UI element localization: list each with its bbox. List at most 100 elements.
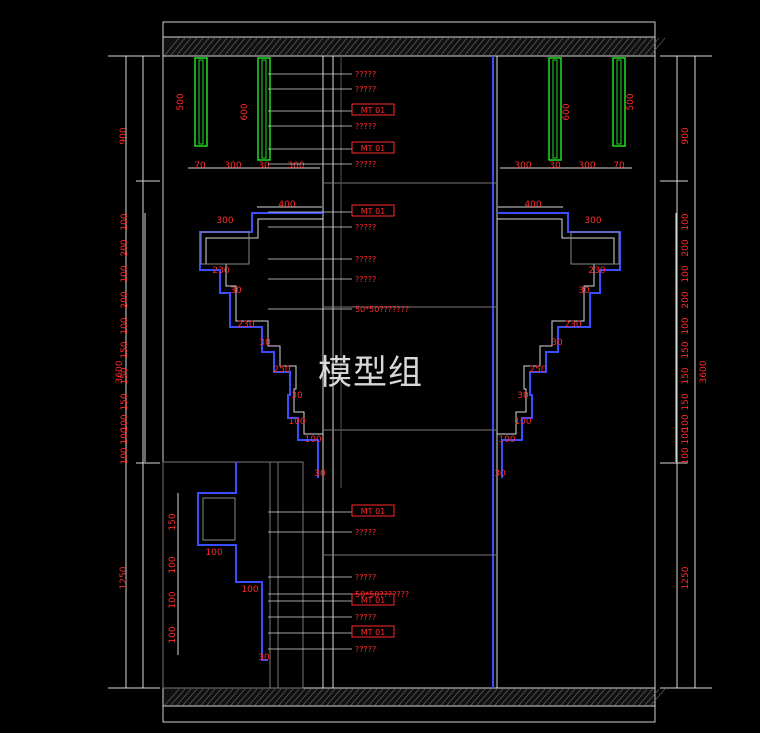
dim-stack-left: 100: [120, 265, 130, 282]
hatch-line: [428, 37, 444, 56]
hatch-line: [356, 37, 372, 56]
dim-step-left: 30: [259, 338, 271, 348]
tag-box: [351, 504, 395, 517]
tag-box: [351, 204, 395, 217]
hatch-line: [224, 688, 240, 706]
hatch-line: [386, 688, 402, 706]
dim-step-lower: 100: [241, 585, 258, 595]
hatch-line: [230, 688, 246, 706]
material-tag-label: 50*50???????: [355, 305, 409, 314]
dim-step-left: 30: [314, 469, 326, 479]
hatch-line: [254, 37, 270, 56]
hatch-line: [284, 688, 300, 706]
hatch-line: [290, 37, 306, 56]
dim-step-right: 100: [514, 417, 531, 427]
hatch-line: [416, 37, 432, 56]
hatch-line: [296, 688, 312, 706]
hatch-line: [548, 688, 564, 706]
hatch-line: [164, 37, 180, 56]
hatch-line: [170, 37, 186, 56]
hatch-line: [542, 688, 558, 706]
hatch-line: [200, 37, 216, 56]
hatch-line: [470, 688, 486, 706]
hatch-line: [398, 37, 414, 56]
material-tags: ??????????MT 01?????MT 01?????MT 01?????…: [268, 70, 409, 654]
hatch-line: [428, 688, 444, 706]
material-tag-label: ?????: [355, 528, 376, 537]
hatch-line: [380, 688, 396, 706]
hatch-line: [458, 37, 474, 56]
hatch-line: [452, 37, 468, 56]
hatch-line: [308, 688, 324, 706]
dim-overall-left: 3600: [115, 360, 125, 383]
hatch-line: [224, 37, 240, 56]
hatch-line: [524, 37, 540, 56]
hatch-line: [194, 37, 210, 56]
hatch-line: [278, 37, 294, 56]
dim-bottom-right-seg: 30: [549, 161, 561, 171]
dim-bottom-left: 1250: [119, 566, 129, 589]
hatch-line: [266, 37, 282, 56]
hatch-line: [512, 688, 528, 706]
hatch-line: [626, 37, 642, 56]
hatch-line: [458, 688, 474, 706]
hatch-line: [266, 688, 282, 706]
tag-box: [351, 141, 395, 154]
dim-stack-right: 100: [681, 213, 691, 230]
material-tag-label: ?????: [355, 573, 376, 582]
hatch-line: [206, 37, 222, 56]
dim-panel-right-tall: 500: [626, 93, 636, 110]
hatch-line: [500, 688, 516, 706]
material-tag-label: MT 01: [361, 106, 386, 115]
hatch-line: [614, 688, 630, 706]
hatch-line: [386, 37, 402, 56]
hatch-line: [218, 688, 234, 706]
dim-step-right: 100: [498, 435, 515, 445]
hatch-line: [248, 37, 264, 56]
dim-bottom-right-seg: 300: [578, 161, 595, 171]
hatch-line: [260, 688, 276, 706]
hatch-line: [254, 688, 270, 706]
hatch-line: [608, 688, 624, 706]
dim-bottom-right-seg: 70: [613, 161, 625, 171]
hatch-line: [650, 37, 666, 56]
hatch-line: [410, 688, 426, 706]
hatch-line: [332, 37, 348, 56]
hatch-line: [260, 37, 276, 56]
hatch-line: [236, 688, 252, 706]
material-tag-label: MT 01: [361, 207, 386, 216]
hatch-line: [638, 688, 654, 706]
hatch-line: [164, 688, 180, 706]
material-tag-label: ?????: [355, 70, 376, 79]
hatch-line: [518, 37, 534, 56]
hatch-line: [350, 37, 366, 56]
hatch-line: [602, 688, 618, 706]
hatch-line: [452, 688, 468, 706]
dim-step-right: 300: [584, 216, 601, 226]
hatch-line: [392, 37, 408, 56]
hatch-line: [212, 37, 228, 56]
hatch-line: [332, 688, 348, 706]
hatch-line: [554, 688, 570, 706]
hatch-line: [374, 37, 390, 56]
dim-stack-left: 100: [120, 317, 130, 334]
hatch-line: [602, 37, 618, 56]
dim-step-left: 30: [230, 286, 242, 296]
dim-step-right: 30: [578, 286, 590, 296]
hatch-line: [596, 37, 612, 56]
hatch-line: [560, 688, 576, 706]
dim-stack-right: 150: [681, 393, 691, 410]
dim-stack-right: 200: [681, 239, 691, 256]
dim-stack-right: 100: [681, 414, 691, 431]
dim-stack-left: 100: [120, 447, 130, 464]
dim-step-left: 400: [278, 200, 295, 210]
hatch-line: [446, 688, 462, 706]
dim-step-right: 250: [529, 365, 546, 375]
hatch-line: [608, 37, 624, 56]
material-tag-label: MT 01: [361, 628, 386, 637]
dim-stack-lower: 100: [168, 591, 178, 608]
hatch-line: [242, 688, 258, 706]
hatch-line: [482, 37, 498, 56]
hatch-line: [350, 688, 366, 706]
